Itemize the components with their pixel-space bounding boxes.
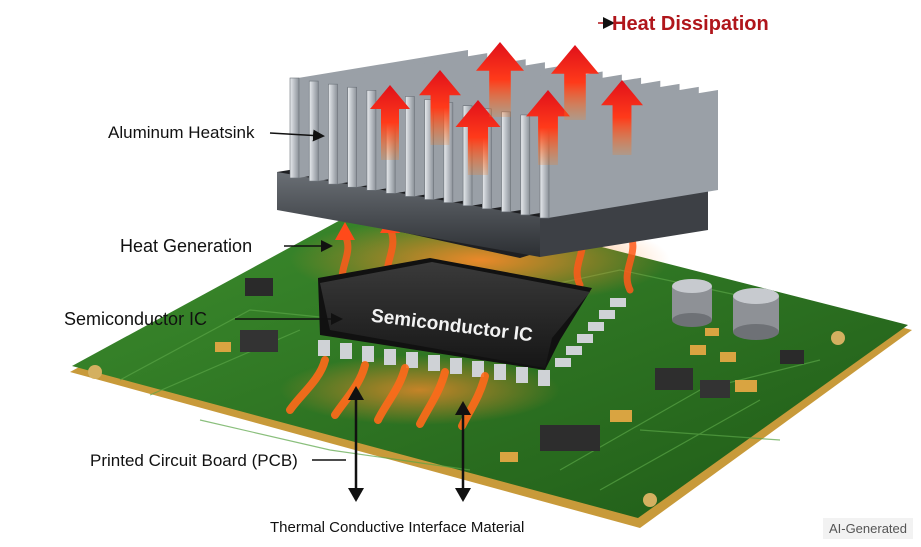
ai-generated-watermark: AI-Generated [823,518,913,539]
aluminum-heatsink-label: Aluminum Heatsink [108,123,255,142]
mount-hole [88,365,102,379]
capacitor [672,279,712,327]
heat-dissipation-label: Heat Dissipation [612,13,769,35]
label-heat-dissipation: Heat Dissipation [598,13,769,35]
mount-hole [643,493,657,507]
pcb-label: Printed Circuit Board (PCB) [90,451,298,470]
label-pcb: Printed Circuit Board (PCB) [90,451,346,470]
label-tim: Thermal Conductive Interface Material [270,519,524,536]
mount-hole [831,331,845,345]
semiconductor-ic-label: Semiconductor IC [64,309,207,329]
tim-label: Thermal Conductive Interface Material [270,519,524,536]
capacitor [733,288,779,340]
heat-generation-label: Heat Generation [120,236,252,256]
